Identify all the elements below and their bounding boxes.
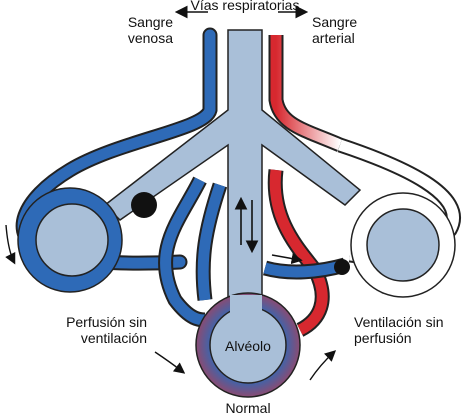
ventilation-label-line2: perfusión [354,330,412,346]
arterial-label-line2: arterial [312,30,355,46]
perfusion-without-ventilation-label: Perfusión sin ventilación [35,314,147,346]
alveolus-normal [195,292,301,398]
venous-label: Sangre venosa [98,14,173,46]
venous-label-line2: venosa [127,30,173,46]
curved-arrow-icon [5,224,16,265]
alveolus-left [17,187,123,293]
ventilation-without-perfusion-label: Ventilación sin perfusión [354,314,472,346]
venous-to-normal [158,176,228,328]
normal-label: Normal [225,400,271,416]
arterial-label: Sangre arterial [312,14,392,46]
airways-label: Vías respiratorias [190,0,300,13]
alveolus-right [350,192,456,298]
curved-arrow-icon [309,350,337,381]
alveolus-label: Alvéolo [225,338,271,354]
arrow-right-icon [271,253,303,265]
arterial-label-line1: Sangre [312,14,358,30]
perfusion-label-line2: ventilación [80,330,147,346]
obstruction-dot-icon [131,192,157,218]
curved-arrow-icon [154,351,186,374]
obstruction-dot-icon [334,259,350,275]
venous-label-line1: Sangre [127,14,173,30]
ventilation-label-line1: Ventilación sin [354,314,444,330]
perfusion-label-line1: Perfusión sin [66,314,147,330]
